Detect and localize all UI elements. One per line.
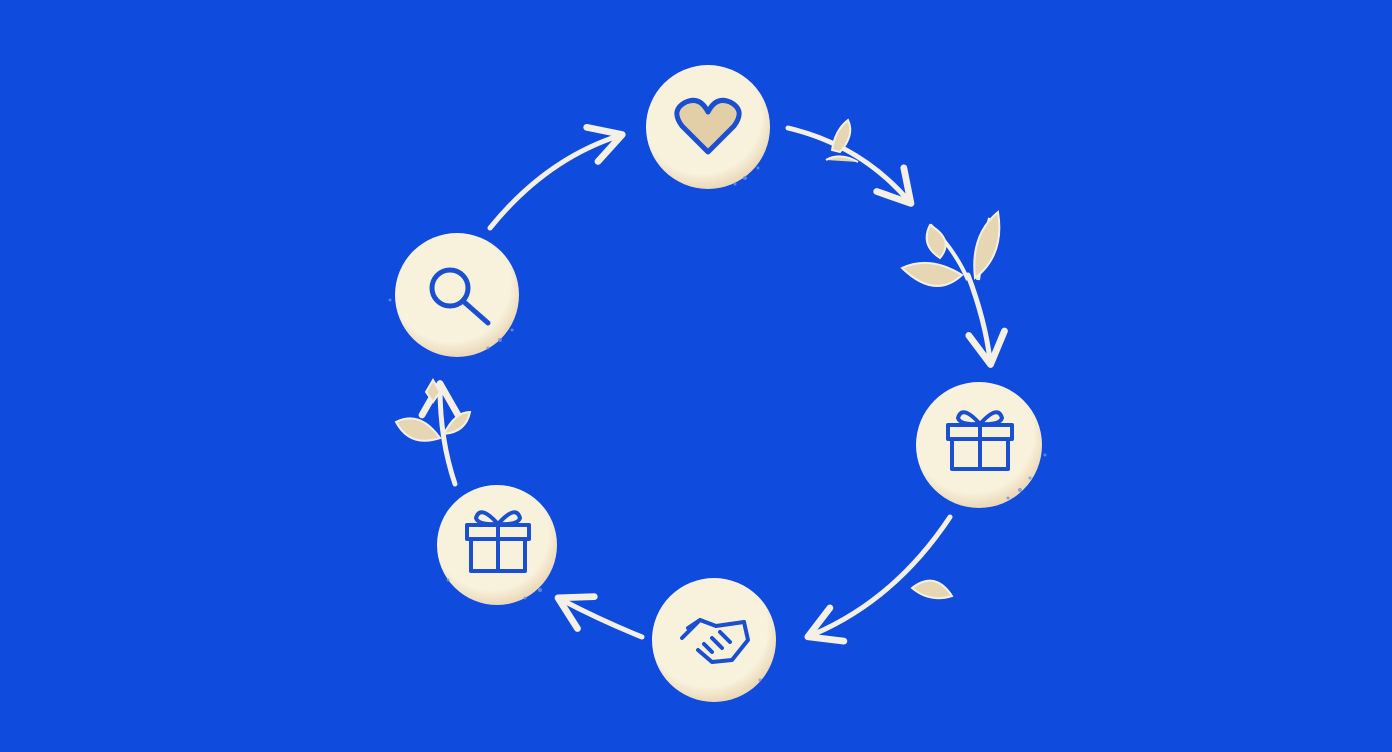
gift-icon [465, 510, 531, 573]
sprout-icon [900, 210, 1001, 287]
arrow-heart-to-sprout [785, 125, 915, 207]
arrow-handshake-to-gift [554, 593, 645, 640]
speckle-texture [388, 166, 1047, 682]
arrow-gift-to-handshake [804, 514, 953, 645]
sprout-icon [394, 378, 472, 442]
arrow-gift-to-search [418, 380, 462, 487]
arrow-search-to-heart [487, 123, 626, 231]
search-icon [429, 267, 491, 326]
node-heart [646, 65, 770, 189]
node-gift-right [916, 382, 1042, 508]
handshake-icon [680, 618, 750, 664]
gift-icon [946, 410, 1014, 471]
node-handshake [652, 578, 776, 702]
heart-icon [674, 97, 742, 155]
node-gift-left [437, 485, 557, 605]
leaf-icon [910, 579, 954, 600]
leaf-icon [825, 118, 859, 163]
arrow-sprout-to-gift [965, 272, 1008, 368]
node-search [395, 233, 519, 357]
